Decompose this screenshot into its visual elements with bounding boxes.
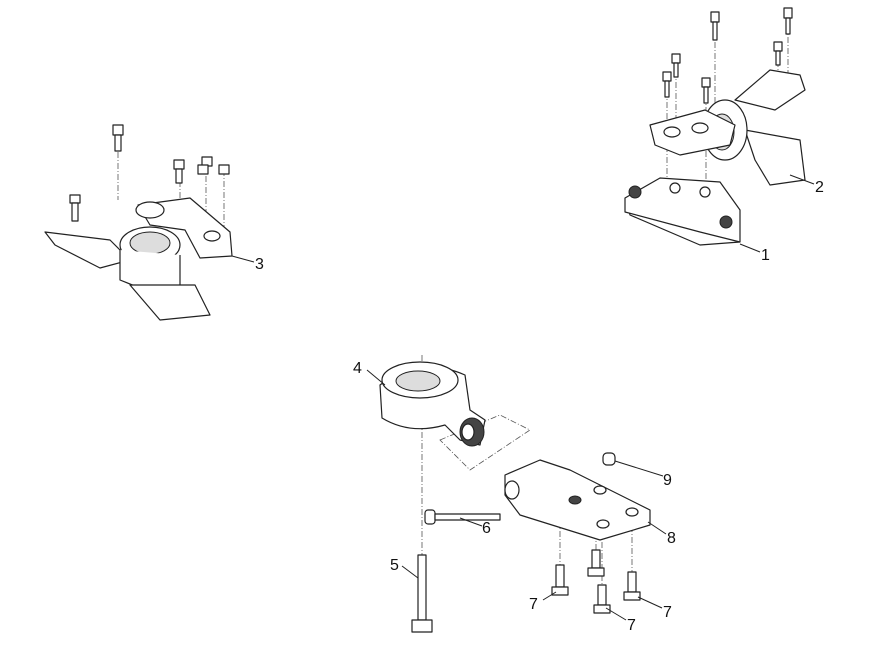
callout-1: 1 — [761, 247, 770, 264]
callout-7-c: 7 — [663, 604, 672, 621]
engine-mount-assembly-right — [624, 7, 806, 246]
callout-2: 2 — [815, 179, 824, 196]
callout-7-b: 7 — [627, 617, 636, 634]
callout-5: 5 — [390, 557, 399, 574]
callout-7-a: 7 — [529, 596, 538, 613]
callout-4: 4 — [353, 360, 362, 377]
callout-3: 3 — [255, 256, 264, 273]
callout-6: 6 — [482, 520, 491, 537]
callout-8: 8 — [667, 530, 676, 547]
bolts — [662, 7, 793, 104]
engine-mount-assembly-left — [44, 124, 233, 321]
leader-lines — [231, 174, 815, 621]
rear-mount-assembly — [379, 355, 651, 633]
callout-9: 9 — [663, 472, 672, 489]
